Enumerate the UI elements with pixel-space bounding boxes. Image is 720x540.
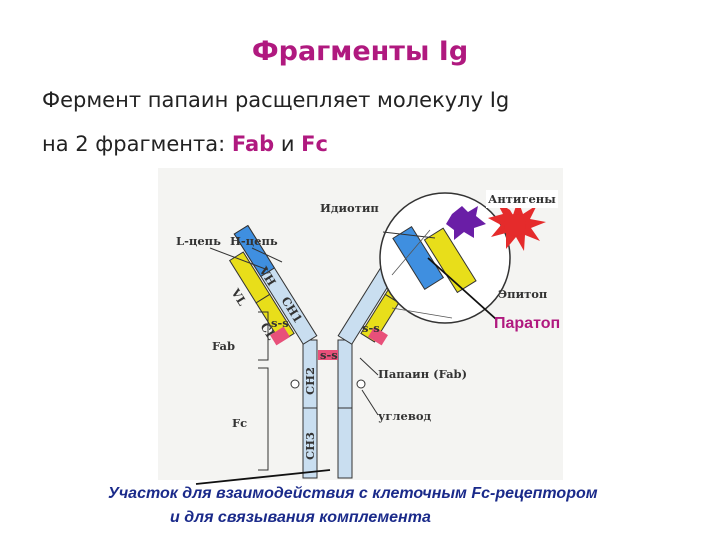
ch2-label: CH2 [303, 367, 317, 395]
fc-highlight: Fc [301, 132, 328, 156]
caption-line-2: и для связывания комплемента [170, 509, 431, 526]
ch3-label: CH3 [303, 432, 317, 460]
receptor-site-arrow [195, 469, 331, 485]
description-line-2: на 2 фрагмента: Fab и Fc [42, 132, 328, 156]
l-chain-pointer [209, 247, 269, 271]
fc-heavy-chain-right [337, 339, 353, 479]
left-disulfide-bond [270, 326, 290, 346]
antigen-icon [488, 200, 546, 251]
epitope-shape [446, 206, 486, 240]
h-chain-pointer [251, 247, 283, 263]
magnified-vh-domain [392, 226, 445, 290]
right-cl-domain [360, 293, 400, 343]
caption-line-1: Участок для взаимодействия с клеточным F… [108, 485, 598, 502]
slide-title: Фрагменты Ig [251, 36, 469, 67]
fc-bracket [258, 367, 269, 471]
left-vh-domain [233, 224, 276, 278]
magnified-fab-domains [392, 226, 477, 294]
zoom-line-top [391, 229, 431, 276]
description-line-1: Фермент папаин расщепляет молекулу Ig [42, 88, 510, 112]
fab-highlight: Fab [231, 132, 275, 156]
epitope-label: Эпитоп [498, 287, 548, 301]
fc-label: Fc [232, 416, 247, 430]
papain-pointer [359, 357, 379, 376]
antigens-label-bg [486, 190, 558, 208]
description-prefix: на 2 фрагмента: [42, 132, 232, 156]
carbohydrate-right [356, 379, 366, 389]
papain-fab-label: Папаин (Fab) [378, 367, 467, 381]
l-chain-label: L-цепь [176, 234, 221, 248]
antigens-label: Антигены [488, 192, 556, 206]
hinge-ss-label: s-s [320, 348, 338, 362]
left-ss-label: s-s [271, 316, 289, 330]
paratope-arrow [427, 257, 498, 321]
description-conjunction: и [274, 132, 302, 156]
right-disulfide-bond [368, 326, 388, 346]
h-chain-label: H-цепь [230, 234, 278, 248]
left-fab-arm [228, 224, 318, 345]
fab-bracket [258, 311, 269, 361]
fab-label: Fab [212, 339, 235, 353]
magnified-vl-domain [423, 227, 477, 294]
idiotype-pointer [382, 231, 436, 239]
carbohydrate-label: углевод [378, 409, 431, 423]
carbohydrate-left [290, 379, 300, 389]
carbohydrate-pointer [361, 389, 379, 416]
idiotype-label: Идиотип [320, 201, 379, 215]
right-ss-label: s-s [362, 321, 380, 335]
zoom-line-bottom [391, 307, 453, 319]
paratope-label: Паратоп [494, 315, 561, 332]
hinge-disulfide-bond [318, 350, 338, 360]
